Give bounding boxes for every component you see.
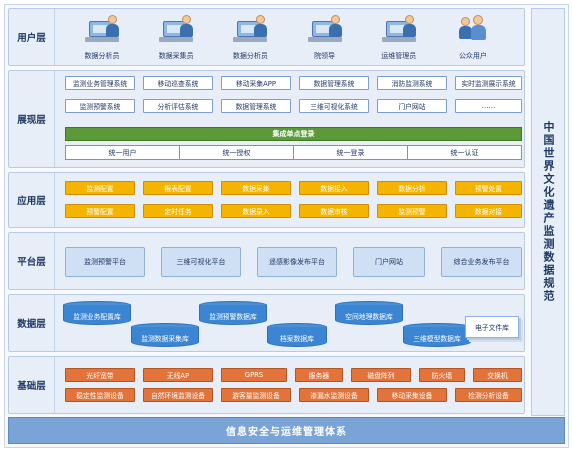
infrastructure-item: GPRS xyxy=(221,368,287,382)
application-module: 数据分析 xyxy=(377,181,447,195)
user-role-label: 公众用户 xyxy=(458,52,487,60)
user-role-collector: 数据采集员 xyxy=(143,15,209,61)
infrastructure-item: 无线AP xyxy=(143,368,213,382)
collector-workstation-icon xyxy=(159,15,194,45)
analyst-workstation-icon xyxy=(85,15,119,45)
infrastructure-item: 磁盘阵列 xyxy=(351,368,411,382)
application-module: 数据采集 xyxy=(221,181,291,195)
user-role-label: 运维管理员 xyxy=(381,52,417,60)
user-role-label: 数据采集员 xyxy=(158,52,194,60)
layer-label-data: 数据层 xyxy=(9,295,55,351)
database-label: 监测数据采集库 xyxy=(131,327,199,347)
layer-label-infrastructure: 基础层 xyxy=(9,357,55,413)
infrastructure-item: 稳定性监测设备 xyxy=(65,388,135,402)
presentation-system: 监测预警系统 xyxy=(65,99,135,113)
infrastructure-item: 防火墙 xyxy=(419,368,465,382)
platform-module: 三维可视化平台 xyxy=(161,247,241,277)
presentation-layer: 展现层 监测业务管理系统 移动巡查系统 移动采集APP 数据管理系统 消防监测系… xyxy=(8,70,525,168)
database-cylinder: 空间地理数据库 xyxy=(335,301,403,325)
infrastructure-layer: 基础层 光纤宽带 无线AP GPRS 服务器 磁盘阵列 防火墙 交换机 稳定性监… xyxy=(8,356,525,414)
database-cylinder: 监测业务配置库 xyxy=(63,301,131,325)
document-library: 电子文件库 xyxy=(465,316,519,338)
platform-module: 遥感影像发布平台 xyxy=(257,247,337,277)
security-ops-bar: 信息安全与运维管理体系 xyxy=(8,417,565,444)
standards-side-panel: 中国世界文化遗产监测数据规范 xyxy=(531,8,565,416)
presentation-system: 分析评估系统 xyxy=(143,99,213,113)
application-module: 报表配置 xyxy=(143,181,213,195)
user-role-analyst: 数据分析员 xyxy=(69,15,135,61)
database-label: 监测业务配置库 xyxy=(63,305,131,325)
layer-label-presentation: 展现层 xyxy=(9,71,55,167)
application-module: 定时任务 xyxy=(143,204,213,218)
presentation-system: 消防监测系统 xyxy=(377,76,447,90)
application-module: 数据对接 xyxy=(455,204,522,218)
standards-label: 中国世界文化遗产监测数据规范 xyxy=(542,121,555,303)
infrastructure-item: 服务器 xyxy=(295,368,343,382)
infrastructure-item: 渗漏水监测设备 xyxy=(299,388,369,402)
presentation-system: …… xyxy=(455,99,522,113)
infrastructure-item: 检测分析设备 xyxy=(455,388,522,402)
presentation-system: 数据管理系统 xyxy=(221,99,291,113)
unify-item: 统一认证 xyxy=(450,148,479,157)
data-layer: 数据层 监测业务配置库 监测预警数据库 空间地理数据库 监测数据采集库 档案数据… xyxy=(8,294,525,352)
unify-item: 统一用户 xyxy=(66,146,180,159)
application-module: 监测预警 xyxy=(377,204,447,218)
application-module: 监测配置 xyxy=(65,181,135,195)
user-role-label: 数据分析员 xyxy=(232,52,268,60)
layer-label-platform: 平台层 xyxy=(9,233,55,289)
infrastructure-item: 自然环境监测设备 xyxy=(143,388,213,402)
user-role-label: 院领导 xyxy=(314,52,336,60)
user-layer: 用户层 数据分析员 数据采集员 数据分析员 院领导 运维管理员 xyxy=(8,8,525,66)
user-role-analyst-2: 数据分析员 xyxy=(217,15,283,61)
database-label: 监测预警数据库 xyxy=(199,305,267,325)
platform-module: 门户网站 xyxy=(353,247,425,277)
platform-module: 综合业务发布平台 xyxy=(441,247,522,277)
application-module: 数据录入 xyxy=(221,204,291,218)
analyst-workstation-icon xyxy=(233,15,268,45)
user-role-label: 数据分析员 xyxy=(84,52,120,60)
leader-workstation-icon xyxy=(307,15,342,45)
layer-label-user: 用户层 xyxy=(9,9,55,65)
application-module: 数据审核 xyxy=(299,204,369,218)
user-role-ops-admin: 运维管理员 xyxy=(366,15,432,61)
unify-item: 统一登录 xyxy=(294,146,408,159)
presentation-system: 门户网站 xyxy=(377,99,447,113)
application-layer: 应用层 监测配置 报表配置 数据采集 数据接入 数据分析 预警处置 预警配置 定… xyxy=(8,172,525,228)
user-role-public: 公众用户 xyxy=(440,15,506,61)
user-role-leader: 院领导 xyxy=(292,15,358,61)
database-cylinder: 三维模型数据库 xyxy=(403,323,471,347)
unified-auth-row: 统一用户 统一授权 统一登录 统一认证 xyxy=(65,145,522,160)
presentation-system: 实时监测展示系统 xyxy=(455,76,522,90)
infrastructure-item: 光纤宽带 xyxy=(65,368,135,382)
platform-module: 监测预警平台 xyxy=(65,247,145,277)
database-cylinder: 监测预警数据库 xyxy=(199,301,267,325)
presentation-system: 数据管理系统 xyxy=(299,76,369,90)
infrastructure-item: 交换机 xyxy=(473,368,522,382)
infrastructure-item: 移动采集设备 xyxy=(377,388,447,402)
database-label: 三维模型数据库 xyxy=(403,327,471,347)
database-cylinder: 档案数据库 xyxy=(267,323,327,347)
application-module: 预警处置 xyxy=(455,181,522,195)
layer-label-application: 应用层 xyxy=(9,173,55,227)
platform-layer: 平台层 监测预警平台 三维可视化平台 遥感影像发布平台 门户网站 综合业务发布平… xyxy=(8,232,525,290)
application-module: 数据接入 xyxy=(299,181,369,195)
infrastructure-item: 游客量监测设备 xyxy=(221,388,291,402)
database-label: 档案数据库 xyxy=(267,327,327,347)
database-label: 空间地理数据库 xyxy=(335,305,403,325)
application-module: 预警配置 xyxy=(65,204,135,218)
unify-item: 统一授权 xyxy=(180,146,294,159)
database-cylinder: 监测数据采集库 xyxy=(131,323,199,347)
ops-admin-workstation-icon xyxy=(381,15,416,45)
presentation-system: 移动采集APP xyxy=(221,76,291,90)
presentation-system: 三维可视化系统 xyxy=(299,99,369,113)
presentation-system: 移动巡查系统 xyxy=(143,76,213,90)
presentation-system: 监测业务管理系统 xyxy=(65,76,135,90)
public-users-icon xyxy=(456,15,490,45)
sso-bar: 集成单点登录 xyxy=(65,127,522,141)
